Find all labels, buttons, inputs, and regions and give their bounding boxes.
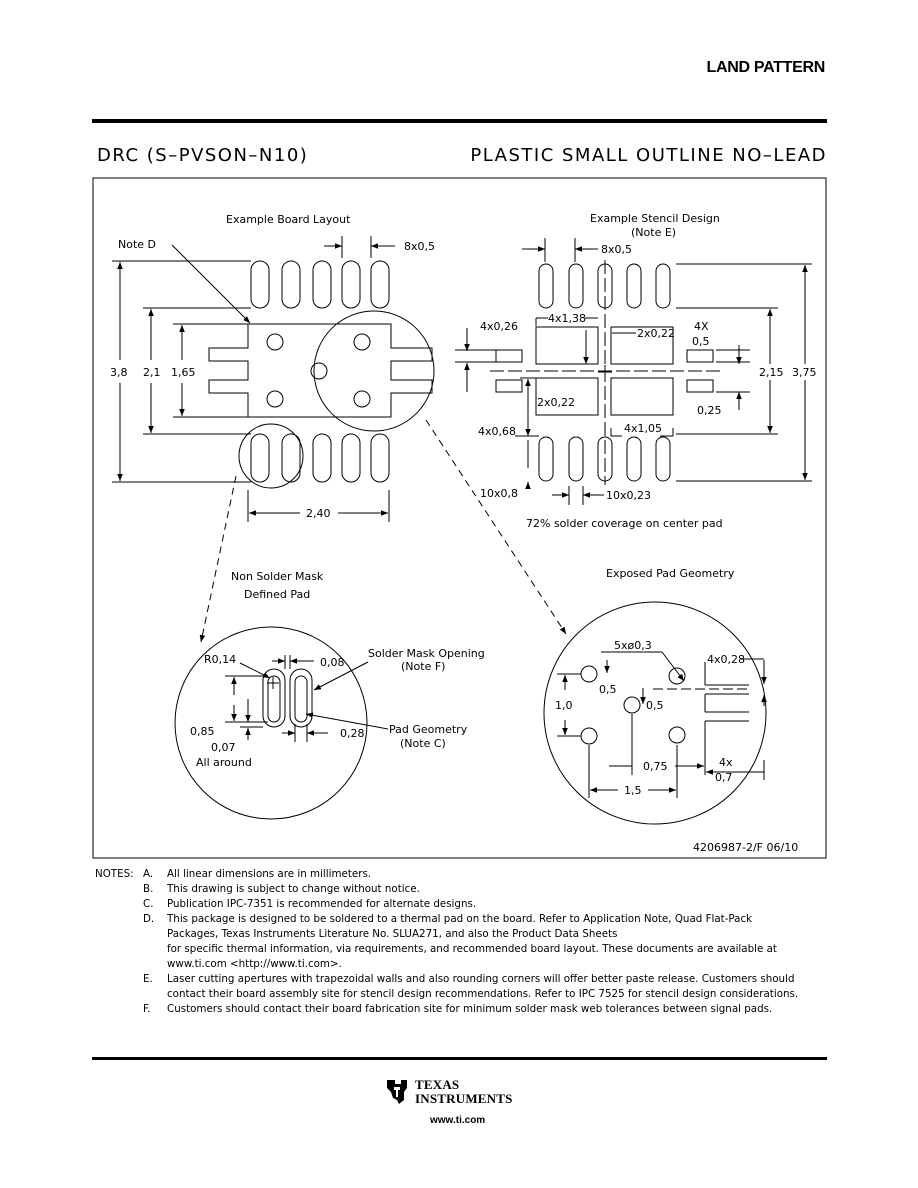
note-text: This package is designed to be soldered … [167,912,835,972]
r014-label: R0,14 [204,653,236,666]
note-letter: A. [143,868,154,880]
dim-4x068-label: 4x0,68 [478,425,516,438]
nsmd-subtitle: Defined Pad [244,588,310,601]
dim-4x138-label: 4x1,38 [548,312,586,325]
solder-mask-opening-label: Solder Mask Opening [368,647,485,660]
note-letter: F. [143,1003,151,1015]
dim-0-5a-label: 0,5 [599,683,617,696]
note-line: www.ti.com <http://www.ti.com>. [167,958,342,970]
ti-brand-line1: TEXAS [415,1077,460,1092]
ti-logo: TEXAS INSTRUMENTS [385,1078,513,1106]
stencil-title: Example Stencil Design [590,212,720,225]
notes-section: NOTES: A. All linear dimensions are in m… [95,867,835,1017]
note-a: NOTES: A. All linear dimensions are in m… [95,867,835,882]
dim-2-15-label: 2,15 [759,366,784,379]
note-b: B. This drawing is subject to change wit… [95,882,835,897]
note-text: Customers should contact their board fab… [167,1003,773,1015]
notes-heading: NOTES: [95,868,134,880]
note-d: D. This package is designed to be solder… [95,912,835,972]
dim-2x022-top-label: 2x0,22 [637,327,675,340]
top-rule [92,119,827,123]
package-description: PLASTIC SMALL OUTLINE NO–LEAD [470,145,827,166]
note-line: for specific thermal information, via re… [167,943,777,955]
dim-1-0-label: 1,0 [555,699,573,712]
dim-2-40-label: 2,40 [306,507,331,520]
dim-3-8-label: 3,8 [110,366,128,379]
note-d-label: Note D [118,238,156,251]
all-around-label: All around [196,756,252,769]
note-f-label: (Note F) [401,660,445,673]
note-text: All linear dimensions are in millimeters… [167,868,372,880]
dim-1-5-label: 1,5 [624,784,642,797]
package-code: DRC (S–PVSON–N10) [97,145,309,166]
ti-brand-line2: INSTRUMENTS [415,1091,513,1106]
note-e: E. Laser cutting apertures with trapezoi… [95,972,835,1002]
note-text: Laser cutting apertures with trapezoidal… [167,972,835,1002]
dim-10x08-label: 10x0,8 [480,487,518,500]
solder-coverage-note: 72% solder coverage on center pad [526,517,723,530]
drawing-frame [92,177,827,859]
dim-3-75-label: 3,75 [792,366,817,379]
note-line: This package is designed to be soldered … [167,913,753,925]
board-pitch-label: 8x0,5 [404,240,435,253]
note-letter: B. [143,883,154,895]
note-letter: E. [143,973,153,985]
exposed-pad-detail [543,601,767,825]
non-solder-mask-detail [174,626,389,820]
dim-4x026-label: 4x0,26 [480,320,518,333]
dim-0-5b-label: 0,5 [646,699,664,712]
dim-1-65-label: 1,65 [171,366,196,379]
dim-0-28-label: 0,28 [340,727,365,740]
dim-4x-label: 4X [694,320,709,333]
drawing-number: 4206987-2/F 06/10 [693,841,798,854]
dim-0-75-label: 0,75 [643,760,668,773]
exposed-pad-title: Exposed Pad Geometry [606,567,735,580]
page-title: LAND PATTERN [706,59,826,76]
dim-0-07-label: 0,07 [211,741,236,754]
dim-0-25-label: 0,25 [697,404,722,417]
stencil-design [455,238,812,505]
note-letter: C. [143,898,154,910]
pad-geometry-label: Pad Geometry [389,723,468,736]
note-line: contact their board assembly site for st… [167,988,799,1000]
stencil-pitch-label: 8x0,5 [601,243,632,256]
dim-4x105-label: 4x1,05 [624,422,662,435]
dim-0-5-label: 0,5 [692,335,710,348]
note-line: Packages, Texas Instruments Literature N… [167,928,618,940]
dim-0-7-label: 0,7 [715,771,733,784]
note-text: Publication IPC-7351 is recommended for … [167,898,477,910]
dim-2x022-left-label: 2x0,22 [537,396,575,409]
bottom-rule [92,1057,827,1060]
dim-5x03-label: 5xø0,3 [614,639,652,652]
dim-10x023-label: 10x0,23 [606,489,651,502]
stencil-note-e: (Note E) [631,226,676,239]
ti-url: www.ti.com [430,1115,486,1126]
dim-0-08-label: 0,08 [320,656,345,669]
ti-state-icon [387,1080,407,1104]
board-layout-title: Example Board Layout [226,213,351,226]
note-letter: D. [143,913,155,925]
dim-4x028-label: 4x0,28 [707,653,745,666]
dim-0-85-label: 0,85 [190,725,215,738]
note-f: F. Customers should contact their board … [95,1002,835,1017]
note-c-label: (Note C) [400,737,446,750]
dim-4x-exposed-label: 4x [719,756,733,769]
note-c: C. Publication IPC-7351 is recommended f… [95,897,835,912]
note-text: This drawing is subject to change withou… [167,883,420,895]
dim-2-1-label: 2,1 [143,366,161,379]
note-line: Laser cutting apertures with trapezoidal… [167,973,795,985]
board-layout [112,236,435,522]
nsmd-title: Non Solder Mask [231,570,324,583]
